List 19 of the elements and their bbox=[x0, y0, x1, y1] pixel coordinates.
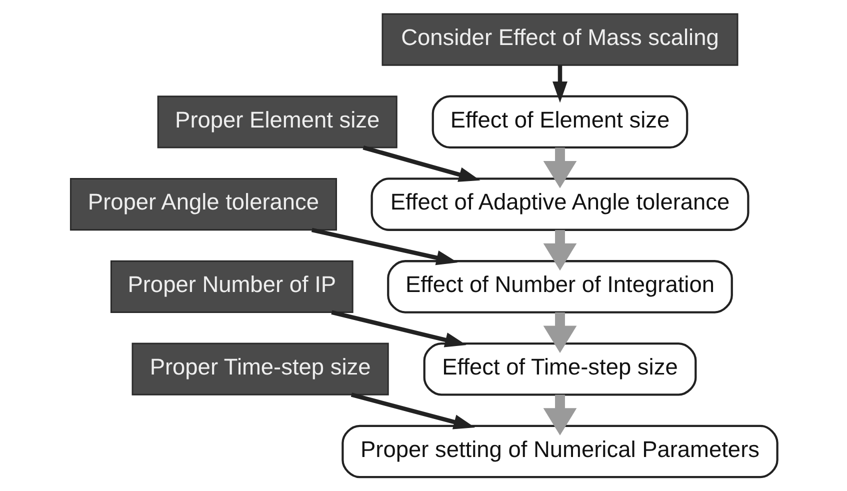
node-box: Proper Time-step size bbox=[131, 342, 388, 396]
node-box: Consider Effect of Mass scaling bbox=[381, 13, 738, 66]
arrow bbox=[310, 228, 458, 266]
arrow bbox=[362, 145, 480, 182]
node-box: Proper Angle tolerance bbox=[69, 178, 336, 231]
node-box: Effect of Time-step size bbox=[422, 342, 696, 396]
arrow bbox=[542, 230, 576, 271]
node-box: Proper Element size bbox=[156, 96, 397, 148]
node-box: Effect of Element size bbox=[431, 95, 688, 149]
arrow bbox=[542, 312, 576, 354]
node-box: Proper setting of Numerical Parameters bbox=[341, 424, 778, 478]
arrow bbox=[330, 310, 466, 348]
arrow bbox=[542, 394, 576, 436]
node-box: Proper Number of IP bbox=[110, 260, 353, 313]
node-box: Effect of Adaptive Angle tolerance bbox=[370, 178, 749, 231]
arrow bbox=[542, 148, 576, 188]
arrow bbox=[350, 392, 475, 430]
arrow bbox=[552, 65, 567, 103]
node-box: Effect of Number of Integration bbox=[386, 260, 732, 314]
